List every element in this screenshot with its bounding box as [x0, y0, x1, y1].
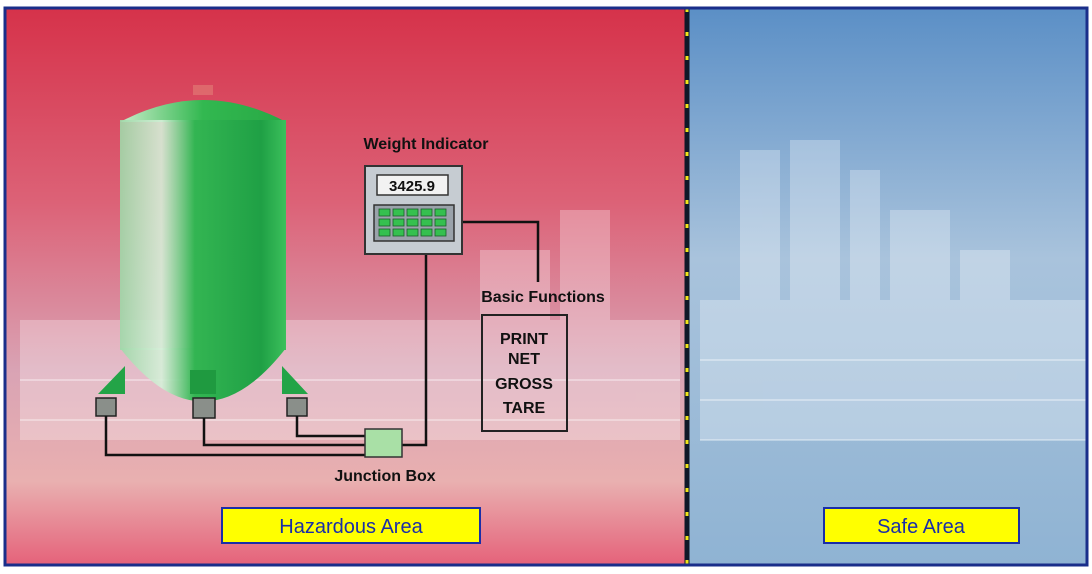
wire-indicator-to-functions — [462, 220, 540, 282]
weight-indicator: 3425.9 — [364, 165, 463, 255]
keypad-key — [378, 208, 391, 217]
keypad-key — [406, 208, 419, 217]
function-tare: TARE — [503, 400, 546, 417]
tank-body — [120, 120, 286, 350]
tank-left-leg — [98, 366, 125, 394]
junction-box — [364, 428, 403, 458]
load-cell-center — [192, 397, 216, 419]
safe-area-background — [689, 8, 1087, 565]
indicator-display — [376, 174, 449, 196]
tank-right-leg — [282, 366, 308, 394]
load-cell-right — [286, 397, 308, 417]
load-cells — [95, 397, 308, 419]
keypad-key — [392, 208, 405, 217]
weight-indicator-title: Weight Indicator — [363, 136, 488, 153]
keypad-key — [406, 218, 419, 227]
keypad-key — [406, 228, 419, 237]
wiring — [104, 220, 540, 457]
diagram-frame — [3, 6, 1089, 567]
keypad-key — [378, 228, 391, 237]
wire-left-cell — [104, 416, 365, 457]
load-cell-left — [95, 397, 117, 417]
tank — [98, 85, 308, 402]
center-bracket — [190, 370, 216, 394]
keypad-key — [392, 218, 405, 227]
basic-functions-box — [481, 314, 568, 432]
hazardous-area-label: Hazardous Area — [279, 516, 423, 538]
function-net: NET — [508, 351, 540, 368]
indicator-reading: 3425.9 — [389, 178, 435, 195]
keypad-key — [434, 228, 447, 237]
keypad-key — [420, 208, 433, 217]
hazardous-area-background — [5, 8, 687, 565]
function-print: PRINT — [500, 331, 548, 348]
basic-functions-list: PRINT NET GROSS TARE — [495, 331, 553, 417]
basic-functions-title: Basic Functions — [481, 289, 605, 306]
keypad-key — [378, 218, 391, 227]
wire-center-cell — [202, 418, 365, 447]
safe-area-label-box — [823, 507, 1020, 544]
wire-right-cell — [295, 416, 365, 438]
safe-area-label: Safe Area — [877, 516, 966, 538]
tank-top-cap — [193, 85, 213, 95]
keypad-key — [434, 208, 447, 217]
tank-dome — [120, 100, 286, 122]
keypad-key — [420, 228, 433, 237]
indicator-keypad — [378, 208, 447, 237]
hazardous-area-label-box — [221, 507, 481, 544]
keypad-key — [420, 218, 433, 227]
wire-jbox-to-indicator — [402, 253, 428, 447]
refinery-pipes — [20, 359, 1087, 441]
function-gross: GROSS — [495, 376, 553, 393]
junction-box-label: Junction Box — [334, 468, 435, 485]
keypad-key — [392, 228, 405, 237]
keypad-key — [434, 218, 447, 227]
